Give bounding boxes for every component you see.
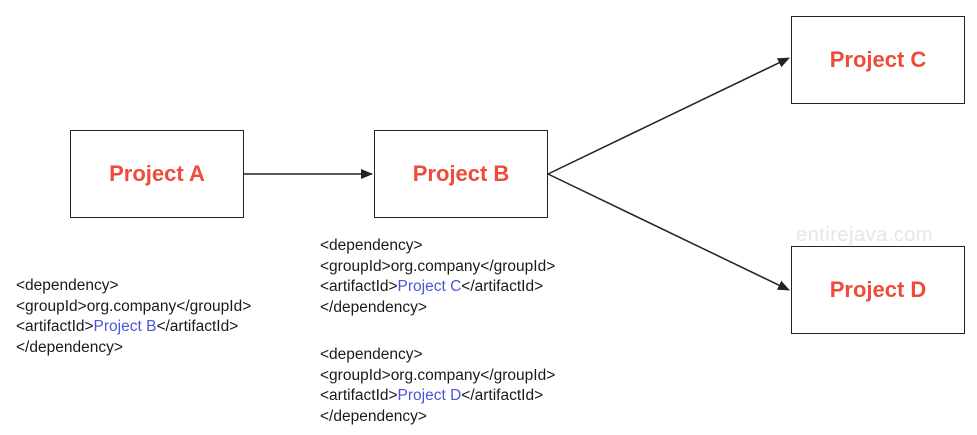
- dep-close: </dependency>: [320, 407, 427, 425]
- artifact-close-tag: </artifactId>: [461, 387, 544, 404]
- watermark: entirejava.com: [796, 224, 934, 246]
- arrow-b-to-c: [547, 57, 790, 175]
- artifact-value: Project D: [397, 387, 462, 404]
- project-d-label: Project D: [829, 277, 927, 302]
- artifact-open-tag: <artifactId>: [320, 387, 398, 404]
- group-close-tag: </groupId>: [480, 366, 556, 384]
- group-close-tag: </groupId>: [480, 257, 556, 275]
- project-c-label: Project C: [829, 47, 927, 72]
- project-d-box: Project D: [791, 246, 965, 334]
- artifact-value: Project B: [93, 318, 157, 335]
- dep-open: <dependency>: [320, 237, 423, 254]
- group-open-tag: <groupId>: [320, 257, 391, 275]
- artifact-open-tag: <artifactId>: [16, 318, 94, 335]
- artifact-close-tag: </artifactId>: [156, 318, 239, 335]
- group-open-tag: <groupId>: [320, 366, 391, 384]
- dep-close: </dependency>: [320, 298, 427, 316]
- dependency-block-a: <dependency> <groupId>org.company</group…: [16, 276, 251, 358]
- project-c-box: Project C: [791, 16, 965, 104]
- artifact-value: Project C: [397, 278, 462, 295]
- dep-open: <dependency>: [320, 346, 423, 363]
- project-a-box: Project A: [70, 130, 244, 218]
- dep-open: <dependency>: [16, 277, 119, 294]
- project-a-label: Project A: [109, 161, 205, 186]
- group-close-tag: </groupId>: [176, 297, 252, 315]
- group-value: org.company: [390, 366, 481, 384]
- artifact-close-tag: </artifactId>: [461, 278, 544, 295]
- project-b-label: Project B: [412, 161, 510, 186]
- dependency-block-b-c: <dependency> <groupId>org.company</group…: [320, 236, 555, 318]
- artifact-open-tag: <artifactId>: [320, 278, 398, 295]
- group-open-tag: <groupId>: [16, 297, 87, 315]
- group-value: org.company: [86, 297, 177, 315]
- project-b-box: Project B: [374, 130, 548, 218]
- arrow-b-to-d: [547, 173, 790, 291]
- dep-close: </dependency>: [16, 338, 123, 356]
- group-value: org.company: [390, 257, 481, 275]
- dependency-block-b-d: <dependency> <groupId>org.company</group…: [320, 345, 555, 427]
